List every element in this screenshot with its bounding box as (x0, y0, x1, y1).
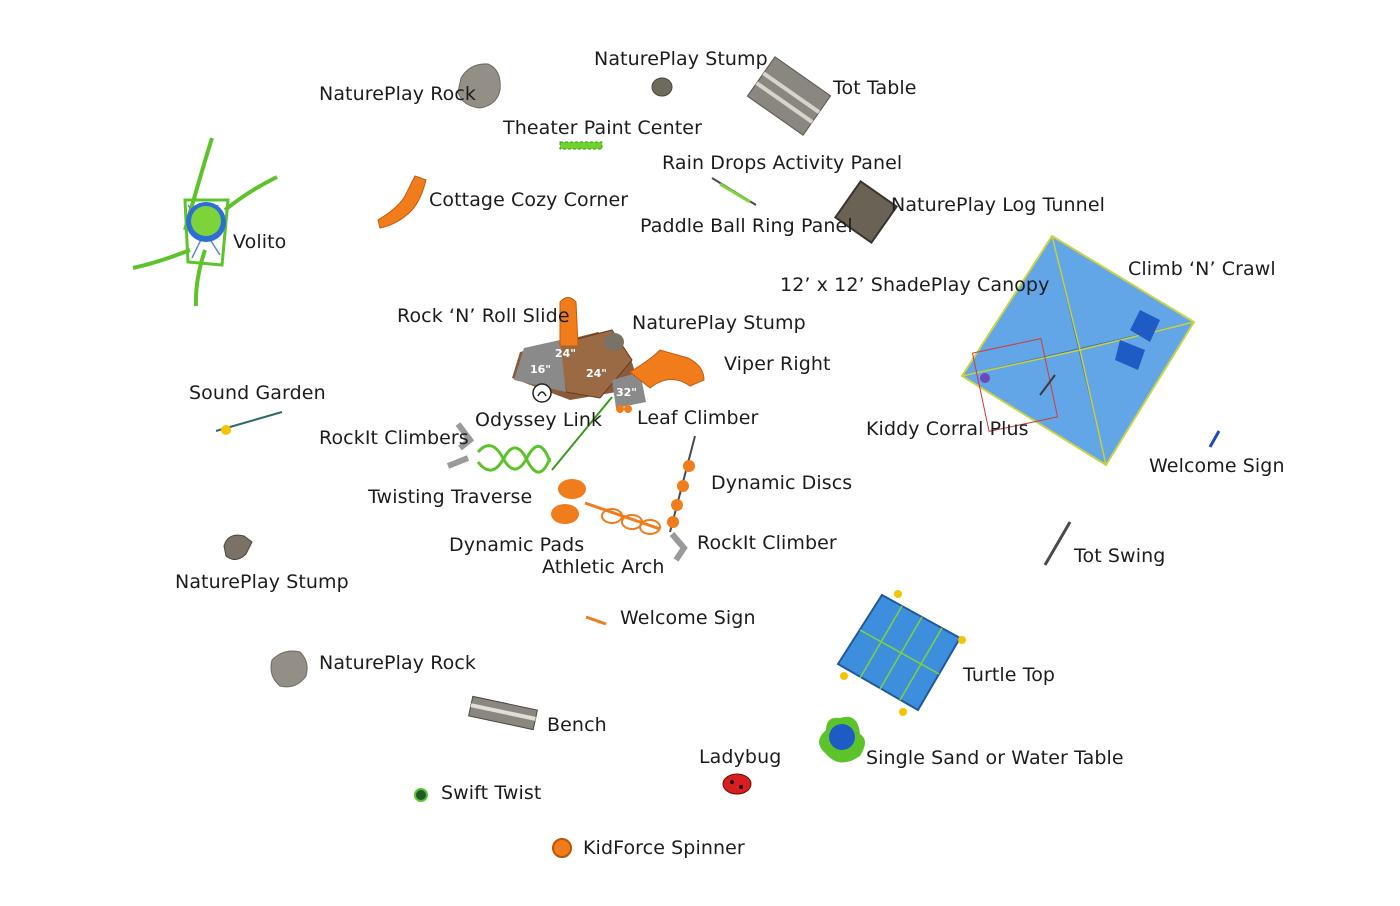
label-natureplay-stump-2: NaturePlay Stump (632, 312, 806, 334)
tot-swing (1043, 521, 1072, 566)
natureplay-rock-1 (457, 63, 501, 109)
label-turtle-top: Turtle Top (963, 664, 1056, 686)
label-leaf-climber: Leaf Climber (637, 407, 759, 429)
welcome-sign-1 (1208, 430, 1221, 448)
twisting-traverse (446, 396, 613, 474)
label-natureplay-stump-1: NaturePlay Stump (594, 48, 768, 70)
label-tot-table: Tot Table (833, 77, 917, 99)
label-natureplay-rock-2: NaturePlay Rock (319, 652, 477, 674)
label-viper-right: Viper Right (724, 353, 831, 375)
dynamic-pads-athletic-arch (551, 479, 661, 535)
label-single-sand-water-table: Single Sand or Water Table (866, 747, 1124, 769)
label-tot-swing: Tot Swing (1074, 545, 1166, 567)
natureplay-stump-1 (651, 77, 673, 97)
deck-height-label-4: 32" (616, 386, 637, 399)
dynamic-discs (667, 435, 696, 562)
single-sand-water-table (819, 716, 865, 763)
swift-twist (414, 788, 428, 802)
label-rain-drops-activity-panel: Rain Drops Activity Panel (662, 152, 903, 174)
label-kiddy-corral-plus: Kiddy Corral Plus (866, 418, 1029, 440)
label-climb-n-crawl: Climb ‘N’ Crawl (1128, 258, 1276, 280)
label-cottage-cozy-corner: Cottage Cozy Corner (429, 189, 629, 211)
turtle-top (836, 590, 966, 716)
kidforce-spinner (552, 838, 572, 858)
activity-panels (711, 177, 757, 206)
play-structure: 24" 16" 24" 32" (512, 297, 705, 413)
label-welcome-sign-2: Welcome Sign (620, 607, 756, 629)
label-athletic-arch: Athletic Arch (542, 556, 665, 578)
cottage-cozy-corner (377, 175, 427, 229)
natureplay-rock-2 (270, 650, 308, 688)
theater-paint-center (559, 141, 603, 150)
label-theater-paint-center: Theater Paint Center (503, 117, 702, 139)
label-volito: Volito (233, 231, 287, 253)
label-shadeplay-canopy: 12’ x 12’ ShadePlay Canopy (780, 274, 1050, 296)
welcome-sign-2 (585, 615, 607, 626)
deck-height-label-1: 24" (555, 347, 576, 360)
ladybug (722, 773, 752, 795)
sound-garden (215, 411, 283, 435)
label-natureplay-stump-3: NaturePlay Stump (175, 571, 349, 593)
label-bench: Bench (547, 714, 607, 736)
deck-height-label-2: 16" (530, 363, 551, 376)
label-kidforce-spinner: KidForce Spinner (583, 837, 745, 859)
deck-height-label-3: 24" (586, 367, 607, 380)
label-odyssey-link: Odyssey Link (475, 409, 603, 431)
tot-table (746, 56, 832, 136)
natureplay-log-tunnel (833, 179, 899, 245)
label-rockit-climber: RockIt Climber (697, 532, 837, 554)
label-natureplay-log-tunnel: NaturePlay Log Tunnel (891, 194, 1105, 216)
label-paddle-ball-ring-panel: Paddle Ball Ring Panel (640, 215, 853, 237)
label-natureplay-rock-1: NaturePlay Rock (319, 83, 477, 105)
shadeplay-canopy (960, 234, 1196, 467)
label-sound-garden: Sound Garden (189, 382, 326, 404)
label-twisting-traverse: Twisting Traverse (368, 486, 533, 508)
label-dynamic-discs: Dynamic Discs (711, 472, 853, 494)
volito-net-climber (132, 137, 278, 307)
label-swift-twist: Swift Twist (441, 782, 542, 804)
label-welcome-sign-1: Welcome Sign (1149, 455, 1285, 477)
label-rockit-climbers: RockIt Climbers (319, 427, 469, 449)
bench (468, 695, 538, 731)
natureplay-stump-3 (223, 534, 253, 560)
label-dynamic-pads: Dynamic Pads (449, 534, 585, 556)
label-ladybug: Ladybug (699, 746, 782, 768)
label-rock-n-roll-slide: Rock ‘N’ Roll Slide (397, 305, 570, 327)
